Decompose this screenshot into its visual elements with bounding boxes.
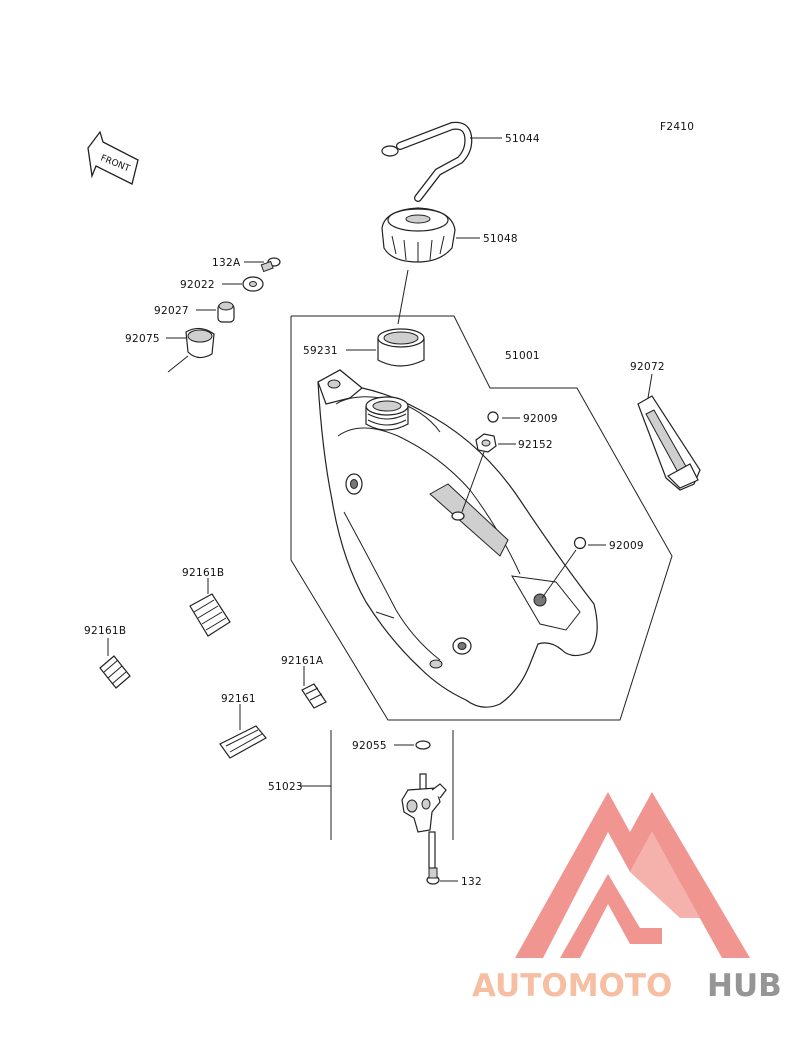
- filler-ring: [377, 328, 425, 367]
- nut: [475, 433, 497, 453]
- part-label: 92055: [352, 740, 387, 752]
- part-label: 132A: [212, 257, 241, 269]
- front-arrow-icon: FRONT: [87, 130, 139, 185]
- part-label: 132: [461, 876, 482, 888]
- part-label: 92161B: [182, 567, 224, 579]
- part-label: 92161B: [84, 625, 126, 637]
- part-label: 51023: [268, 781, 303, 793]
- tank-strap: [637, 395, 701, 491]
- part-label: 51048: [483, 233, 518, 245]
- rubber-pad: [99, 655, 131, 689]
- collar: [217, 301, 235, 323]
- watermark-brand-1: AUTOMOTO: [472, 968, 672, 1004]
- washer: [242, 276, 264, 292]
- o-ring: [415, 740, 431, 750]
- rubber-pad: [301, 683, 327, 709]
- grommet: [487, 411, 499, 423]
- bolt: [260, 257, 281, 273]
- breather-hose: [381, 121, 473, 202]
- part-label: 92072: [630, 361, 665, 373]
- part-label: 92161A: [281, 655, 324, 667]
- part-label: 51001: [505, 350, 540, 362]
- grommet: [573, 536, 587, 550]
- fuel-cap: [381, 207, 456, 263]
- figure-code: F2410: [660, 121, 694, 133]
- part-label: 92027: [154, 305, 189, 317]
- fuel-petcock: [401, 773, 447, 869]
- automotohub-logo: AUTOMOTO HUB: [472, 792, 782, 1004]
- part-label: 92022: [180, 279, 215, 291]
- fuel-tank: [317, 369, 598, 708]
- part-label: 92009: [609, 540, 644, 552]
- part-label: 92009: [523, 413, 558, 425]
- part-label: 51044: [505, 133, 540, 145]
- part-label: 92075: [125, 333, 160, 345]
- screw: [426, 867, 440, 885]
- part-label: 92161: [221, 693, 256, 705]
- rubber-pad: [219, 725, 267, 759]
- watermark-brand-2: HUB: [707, 968, 782, 1004]
- part-label: 59231: [303, 345, 338, 357]
- damper: [185, 327, 215, 359]
- rubber-pad: [189, 593, 231, 637]
- part-label: 92152: [518, 439, 553, 451]
